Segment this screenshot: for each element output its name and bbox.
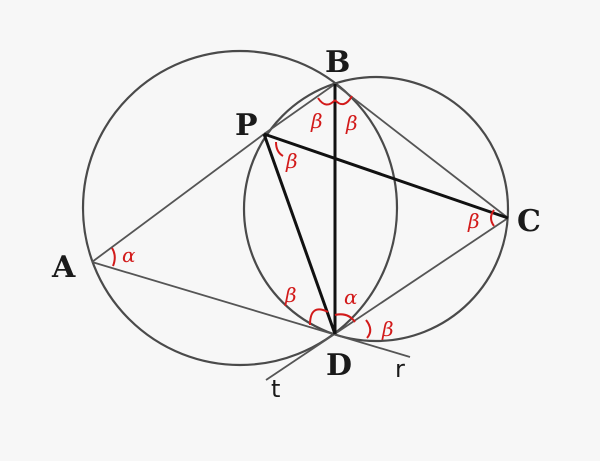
- angle-label-c: β: [467, 209, 480, 233]
- angle-arc-b-right: [334, 95, 353, 106]
- point-label-b: B: [325, 45, 350, 80]
- angle-arc-d-left: [309, 308, 329, 326]
- line-label-r: r: [395, 355, 405, 383]
- segment-pd: [262, 133, 337, 335]
- point-label-a: A: [51, 250, 76, 285]
- point-label-c: C: [517, 204, 541, 239]
- angle-arc-d-right: [365, 319, 372, 339]
- angle-arc-c: [490, 209, 495, 227]
- point-label-p: P: [235, 108, 258, 143]
- angle-label-p: β: [285, 149, 298, 173]
- angle-arc-a: [111, 247, 116, 267]
- angle-label-d-left: β: [284, 283, 297, 307]
- angle-arc-p: [275, 141, 284, 157]
- angle-label-a: α: [122, 243, 136, 267]
- segment-bc: [334, 83, 509, 219]
- angle-label-d-top: α: [344, 285, 358, 309]
- angle-label-b-right: β: [345, 111, 358, 135]
- line-cdt: [265, 217, 509, 381]
- angle-arc-d-top: [334, 313, 356, 323]
- circle-abd: [81, 49, 399, 367]
- line-adr: [91, 261, 411, 358]
- point-label-d: D: [326, 348, 352, 383]
- angle-label-d-right: β: [381, 317, 394, 341]
- segment-pc: [263, 132, 509, 220]
- circle-pbcd: [242, 75, 510, 343]
- segment-pb: [263, 83, 336, 135]
- segment-ap: [91, 133, 265, 263]
- angle-arc-b-left: [317, 97, 336, 106]
- angle-label-b-left: β: [310, 109, 323, 133]
- line-label-t: t: [271, 375, 280, 403]
